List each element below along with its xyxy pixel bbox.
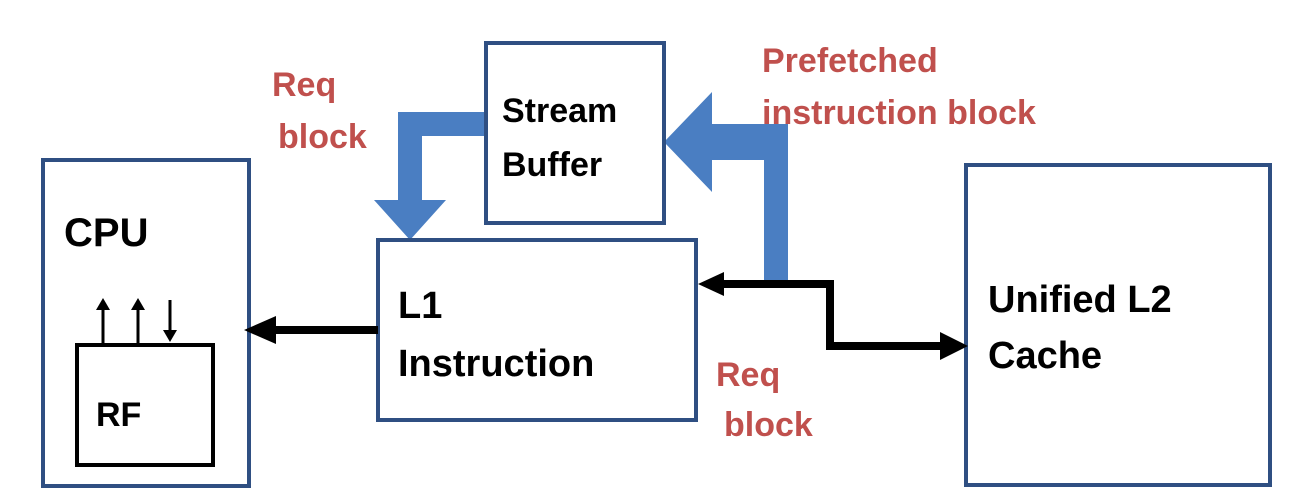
l1-instruction-box [376, 238, 698, 422]
req-block-arrow-top [374, 112, 488, 240]
unified-l2-box [964, 163, 1272, 487]
req-block-top-line2: block [278, 118, 367, 156]
req-block-bottom-line1: Req [716, 356, 780, 394]
l2-label-line2: Cache [988, 335, 1102, 377]
l1-to-cpu-arrow [244, 316, 378, 344]
stream-buffer-label-line1: Stream [502, 92, 617, 130]
l1-l2-link [698, 272, 968, 360]
stream-buffer-box [484, 41, 666, 225]
cpu-label: CPU [64, 211, 148, 255]
prefetched-line1: Prefetched [762, 42, 938, 80]
rf-label: RF [96, 396, 141, 434]
prefetched-line2: instruction block [762, 94, 1036, 132]
stream-buffer-label-line2: Buffer [502, 146, 602, 184]
l1-label-line1: L1 [398, 285, 442, 327]
l1-label-line2: Instruction [398, 343, 594, 385]
l2-label-line1: Unified L2 [988, 279, 1172, 321]
req-block-bottom-line2: block [724, 406, 813, 444]
prefetched-arrow [664, 92, 788, 284]
rf-box [75, 343, 215, 467]
rf-arrows [96, 298, 177, 345]
req-block-top-line1: Req [272, 66, 336, 104]
